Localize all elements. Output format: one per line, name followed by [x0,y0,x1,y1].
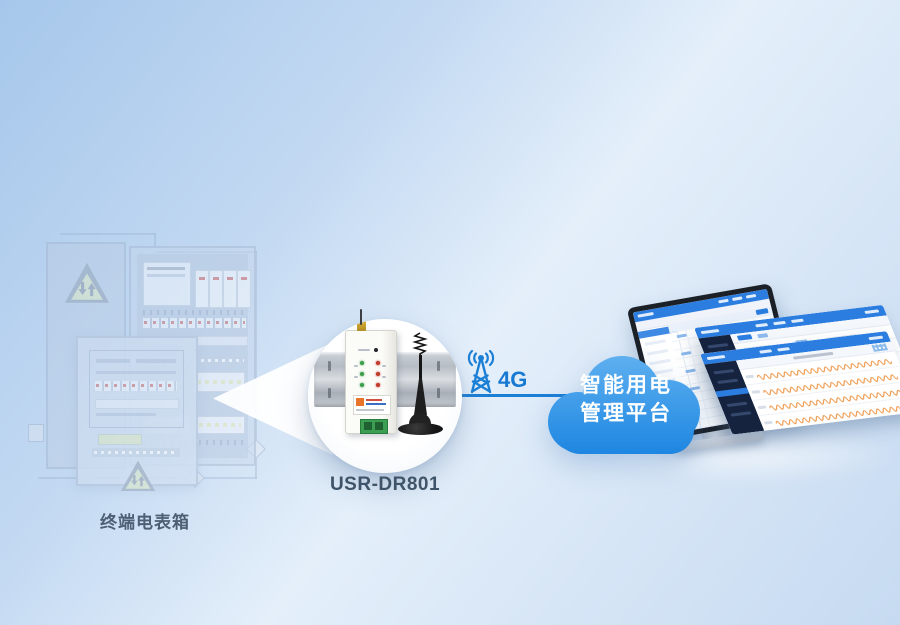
conduit-line [255,251,257,479]
conduit-line [156,251,257,253]
usr-logo [356,398,364,406]
conduit-line [60,233,156,235]
warning-triangle-icon [120,460,156,492]
antenna-rod [419,355,422,381]
meter-box-label: 终端电表箱 [100,513,190,532]
network-4g-group: 4G [458,349,527,395]
connection-line [456,394,570,397]
cloud-label-line1: 智能用电 [580,374,672,397]
legend-block [871,343,889,352]
antenna-spring [412,332,428,357]
antenna-magnetic-base [398,423,443,435]
label-strip [98,434,142,445]
conduit-line [154,233,156,247]
led-indicator [376,383,380,387]
device-spotlight-circle [308,319,462,473]
signal-tower-icon [467,349,495,394]
led-indicator [376,372,380,376]
led-indicator [360,372,364,376]
reset-button [374,348,378,352]
antenna-dome [409,413,431,426]
whip-antenna [360,309,362,325]
cabinet-front-door [76,336,198,492]
cloud-label-line2: 管理平台 [580,402,672,425]
terminal-strip [92,448,180,457]
junction-box [28,424,44,442]
terminal-block [360,419,388,434]
device-nameplate [353,395,391,415]
door-window [89,350,184,428]
cloud-platform-label: 智能用电 管理平台 [558,372,694,428]
gateway-device [345,330,397,434]
control-unit [143,262,191,306]
warning-triangle-icon [64,262,110,304]
sma-antenna-connector [357,321,366,331]
led-indicator [360,361,364,365]
device-caption: USR-DR801 [329,474,441,495]
network-4g-label: 4G [498,367,528,392]
led-indicator [360,383,364,387]
led-indicator [376,361,380,365]
cloud-shape [548,356,700,454]
